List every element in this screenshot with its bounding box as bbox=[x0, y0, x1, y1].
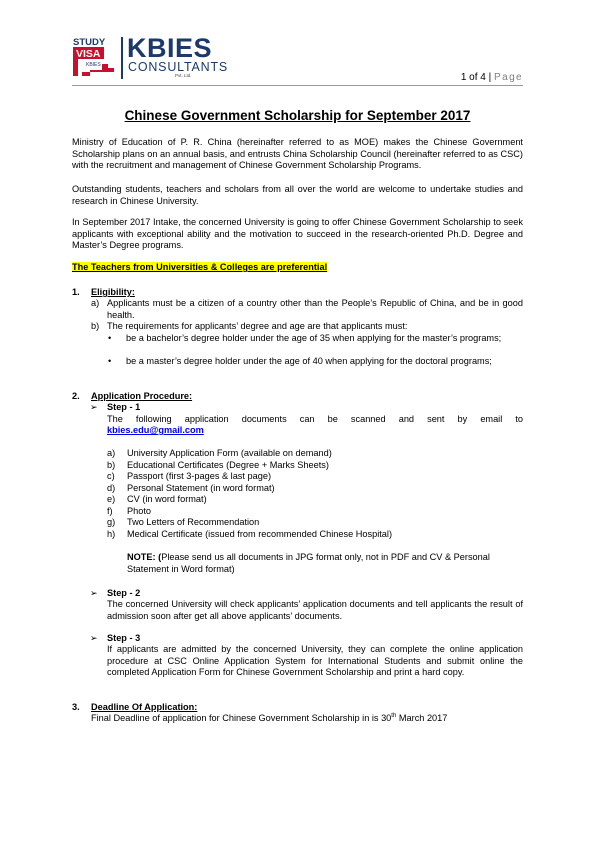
step-1-label: Step - 1 bbox=[107, 402, 141, 412]
eligibility-bullet-2: be a master’s degree holder under the ag… bbox=[126, 356, 492, 366]
doc-item-h: Medical Certificate (issued from recomme… bbox=[127, 529, 393, 539]
doc-item-c: Passport (first 3-pages & last page) bbox=[127, 471, 272, 481]
section-3-number: 3. bbox=[72, 702, 80, 712]
page-title: Chinese Government Scholarship for Septe… bbox=[124, 108, 471, 123]
eligibility-heading: Eligibility: bbox=[91, 287, 135, 297]
email-link[interactable]: kbies.edu@gmail.com bbox=[107, 425, 204, 435]
eligibility-bullet-1: be a bachelor’s degree holder under the … bbox=[126, 333, 502, 343]
kbies-logo-text: KBIES bbox=[127, 33, 213, 63]
step-1-arrow-icon: ➢ bbox=[90, 402, 98, 412]
intro-paragraph-2: Outstanding students, teachers and schol… bbox=[72, 184, 523, 206]
doc-item-e: CV (in word format) bbox=[127, 494, 207, 504]
step-3-arrow-icon: ➢ bbox=[90, 633, 98, 643]
deadline-text: Final Deadline of application for Chines… bbox=[91, 712, 448, 723]
step-1-text: The following application documents can … bbox=[107, 414, 523, 424]
doc-letter-b: b) bbox=[107, 460, 116, 470]
step-2-text: The concerned University will check appl… bbox=[107, 599, 523, 621]
doc-item-g: Two Letters of Recommendation bbox=[127, 517, 260, 527]
note-text: Please send us all documents in JPG form… bbox=[127, 552, 490, 574]
step-3-label: Step - 3 bbox=[107, 633, 141, 643]
study-visa-logo: STUDY VISA KBIES bbox=[72, 36, 116, 80]
doc-letter-a: a) bbox=[107, 448, 116, 458]
doc-item-b: Educational Certificates (Degree + Marks… bbox=[127, 460, 329, 470]
email-link-wrap: kbies.edu@gmail.com bbox=[107, 425, 204, 437]
header-rule bbox=[72, 85, 523, 86]
logo-kbies-small: KBIES bbox=[86, 62, 101, 68]
doc-letter-c: c) bbox=[107, 471, 115, 481]
doc-letter-e: e) bbox=[107, 494, 116, 504]
doc-item-a: University Application Form (available o… bbox=[127, 448, 332, 458]
note-label: NOTE: ( bbox=[127, 552, 162, 562]
doc-letter-f: f) bbox=[107, 506, 113, 516]
section-1-number: 1. bbox=[72, 287, 80, 297]
consultants-logo-text: CONSULTANTS bbox=[128, 60, 229, 74]
doc-letter-g: g) bbox=[107, 517, 116, 527]
logo-divider bbox=[121, 37, 123, 79]
intro-paragraph-3: In September 2017 Intake, the concerned … bbox=[72, 217, 523, 251]
bullet-dot-2: • bbox=[108, 356, 112, 366]
logo-visa-text: VISA bbox=[76, 48, 101, 60]
pvt-ltd-text: Pvt. Ltd. bbox=[175, 73, 192, 78]
deadline-heading: Deadline Of Application: bbox=[91, 702, 198, 712]
eligibility-item-b: The requirements for applicants’ degree … bbox=[107, 321, 408, 331]
note-block: NOTE: (Please send us all documents in J… bbox=[127, 552, 523, 575]
page-label: Page bbox=[494, 72, 523, 83]
procedure-heading: Application Procedure: bbox=[91, 391, 193, 401]
doc-letter-d: d) bbox=[107, 483, 116, 493]
doc-letter-h: h) bbox=[107, 529, 116, 539]
section-2-number: 2. bbox=[72, 391, 80, 401]
logo-study-text: STUDY bbox=[73, 37, 106, 48]
step-2-arrow-icon: ➢ bbox=[90, 588, 98, 598]
intro-paragraph-1: Ministry of Education of P. R. China (he… bbox=[72, 137, 523, 171]
eligibility-item-a: Applicants must be a citizen of a countr… bbox=[107, 298, 523, 320]
doc-item-d: Personal Statement (in word format) bbox=[127, 483, 275, 493]
eligibility-letter-a: a) bbox=[91, 298, 100, 308]
step-2-label: Step - 2 bbox=[107, 588, 141, 598]
step-3-text: If applicants are admitted by the concer… bbox=[107, 644, 523, 678]
page-current: 1 of 4 bbox=[460, 72, 486, 83]
doc-item-f: Photo bbox=[127, 506, 152, 516]
eligibility-letter-b: b) bbox=[91, 321, 100, 331]
page-separator: | bbox=[488, 72, 492, 83]
page-number: 1 of 4 | Page bbox=[461, 72, 523, 84]
bullet-dot-1: • bbox=[108, 333, 112, 343]
preferential-highlight: The Teachers from Universities & College… bbox=[72, 262, 328, 272]
